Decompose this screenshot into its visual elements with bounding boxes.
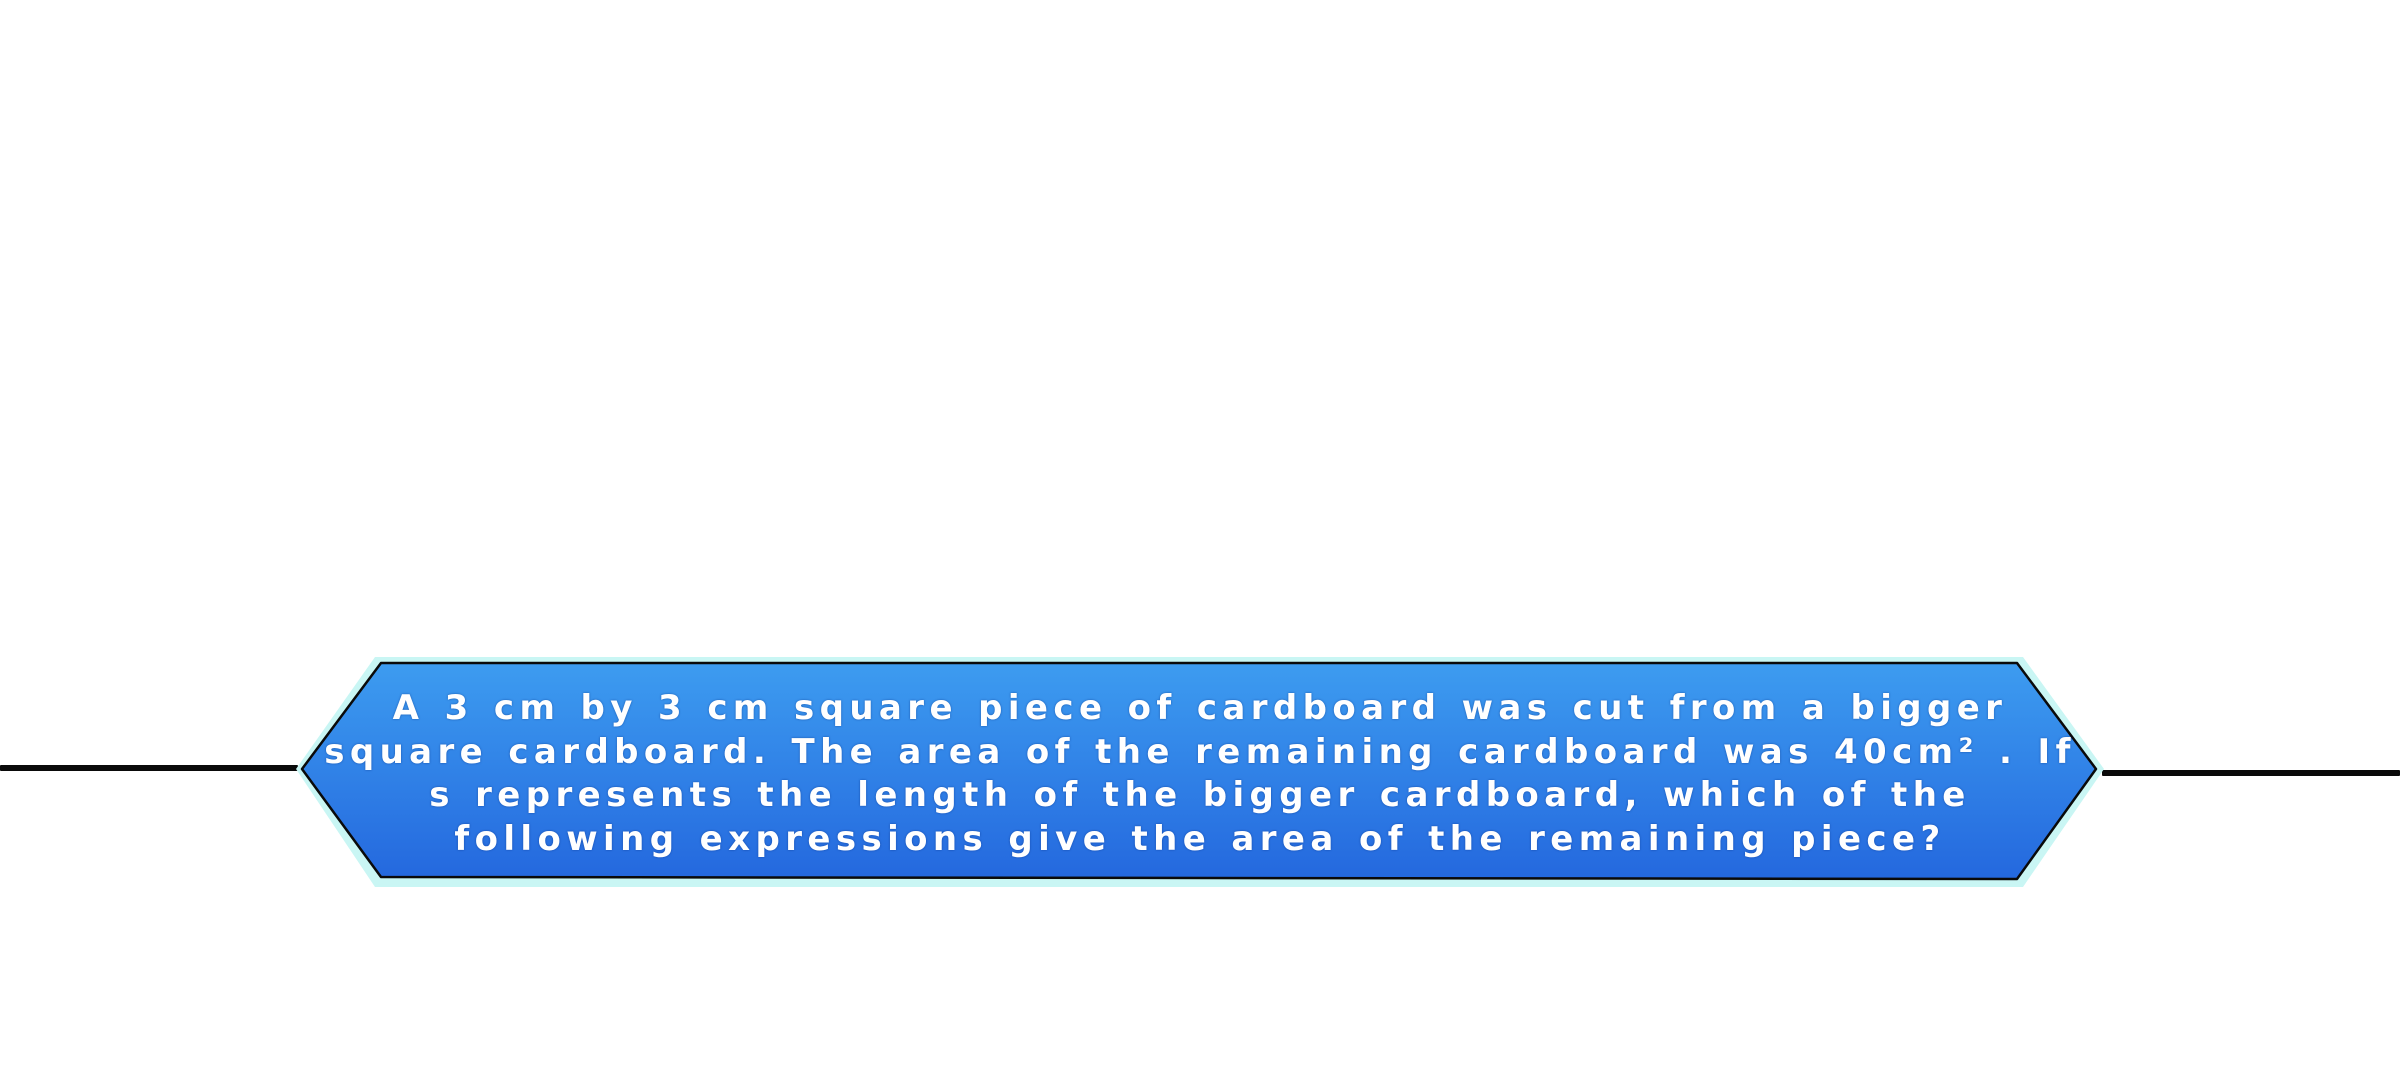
question-text: A 3 cm by 3 cm square piece of cardboard…: [324, 688, 2076, 859]
right-connector-line: [2102, 770, 2400, 776]
left-connector-line: [0, 765, 298, 771]
